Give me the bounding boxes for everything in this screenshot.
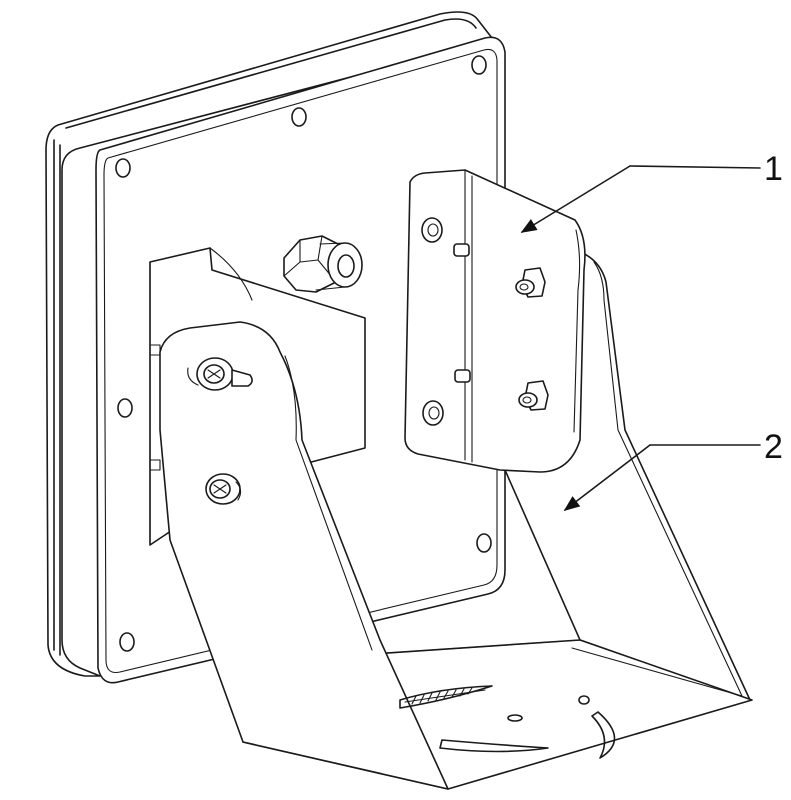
stud [515,267,546,298]
hole [476,533,492,553]
leader-arrow-2 [563,444,651,511]
screw [205,473,242,505]
hole [117,398,133,418]
bottom-slot [439,739,549,753]
hex-bolt [421,217,443,243]
hole [291,107,307,127]
stud [518,380,549,411]
base-bracket [159,249,753,790]
screw [187,357,253,391]
leader-arrow-1 [520,165,631,233]
hole [119,632,135,652]
callout-1: 1 [520,150,783,233]
cable-gland [283,235,363,293]
callout-label-1: 1 [764,150,783,188]
small-hole [578,695,590,705]
leader-line-1 [629,165,761,169]
callout-label-2: 2 [764,428,783,466]
arc-slot [591,711,616,759]
hole [471,55,487,75]
hinge-bracket [404,169,586,473]
bottom-slot [399,685,493,709]
hole [115,158,131,178]
center-hole [507,714,523,722]
hex-bolt [422,400,444,426]
callout-2: 2 [563,428,783,511]
